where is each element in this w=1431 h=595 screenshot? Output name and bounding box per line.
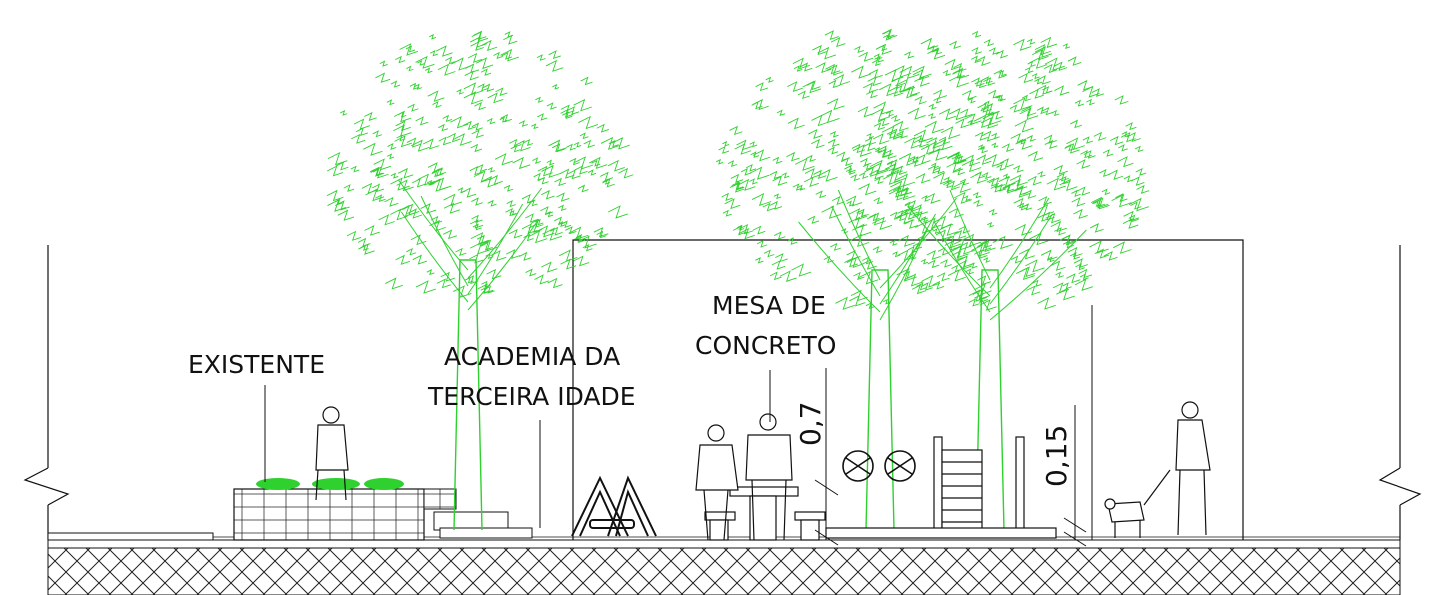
- people: [315, 401, 1211, 541]
- tree-base: [439, 527, 533, 539]
- tree-center: [715, 28, 1014, 531]
- trees: [326, 28, 1150, 531]
- label-existente: EXISTENTE: [188, 350, 325, 379]
- gym-equipment-swing: [571, 475, 657, 537]
- tree-right: [860, 30, 1150, 531]
- label-mesa-line1: MESA DE: [712, 291, 826, 320]
- curb: [47, 532, 214, 541]
- gym-equipment-wheels: [842, 450, 916, 482]
- dimension-marks: [814, 368, 1087, 547]
- person-elderly-2: [745, 413, 793, 541]
- tree-left: [326, 30, 634, 531]
- label-academia-line1: ACADEMIA DA: [444, 342, 620, 371]
- label-academia-line2: TERCEIRA IDADE: [427, 382, 636, 411]
- section-boundary: [23, 239, 1422, 540]
- person-standing: [315, 406, 349, 501]
- planter-shrubs: [256, 478, 404, 490]
- leader-lines: [264, 305, 1093, 540]
- dog: [1104, 469, 1171, 538]
- person-walking: [1175, 401, 1211, 536]
- planter-existing: [233, 478, 457, 541]
- person-elderly-1: [695, 424, 739, 541]
- dimension-height-2: 0,15: [1040, 425, 1073, 487]
- concrete-table: [704, 486, 826, 541]
- label-mesa-line2: CONCRETO: [695, 331, 836, 360]
- dimension-height-1: 0,7: [794, 401, 827, 446]
- gym-equipment-ladder: [825, 436, 1057, 539]
- ground: [47, 536, 1401, 595]
- bench: [433, 511, 509, 531]
